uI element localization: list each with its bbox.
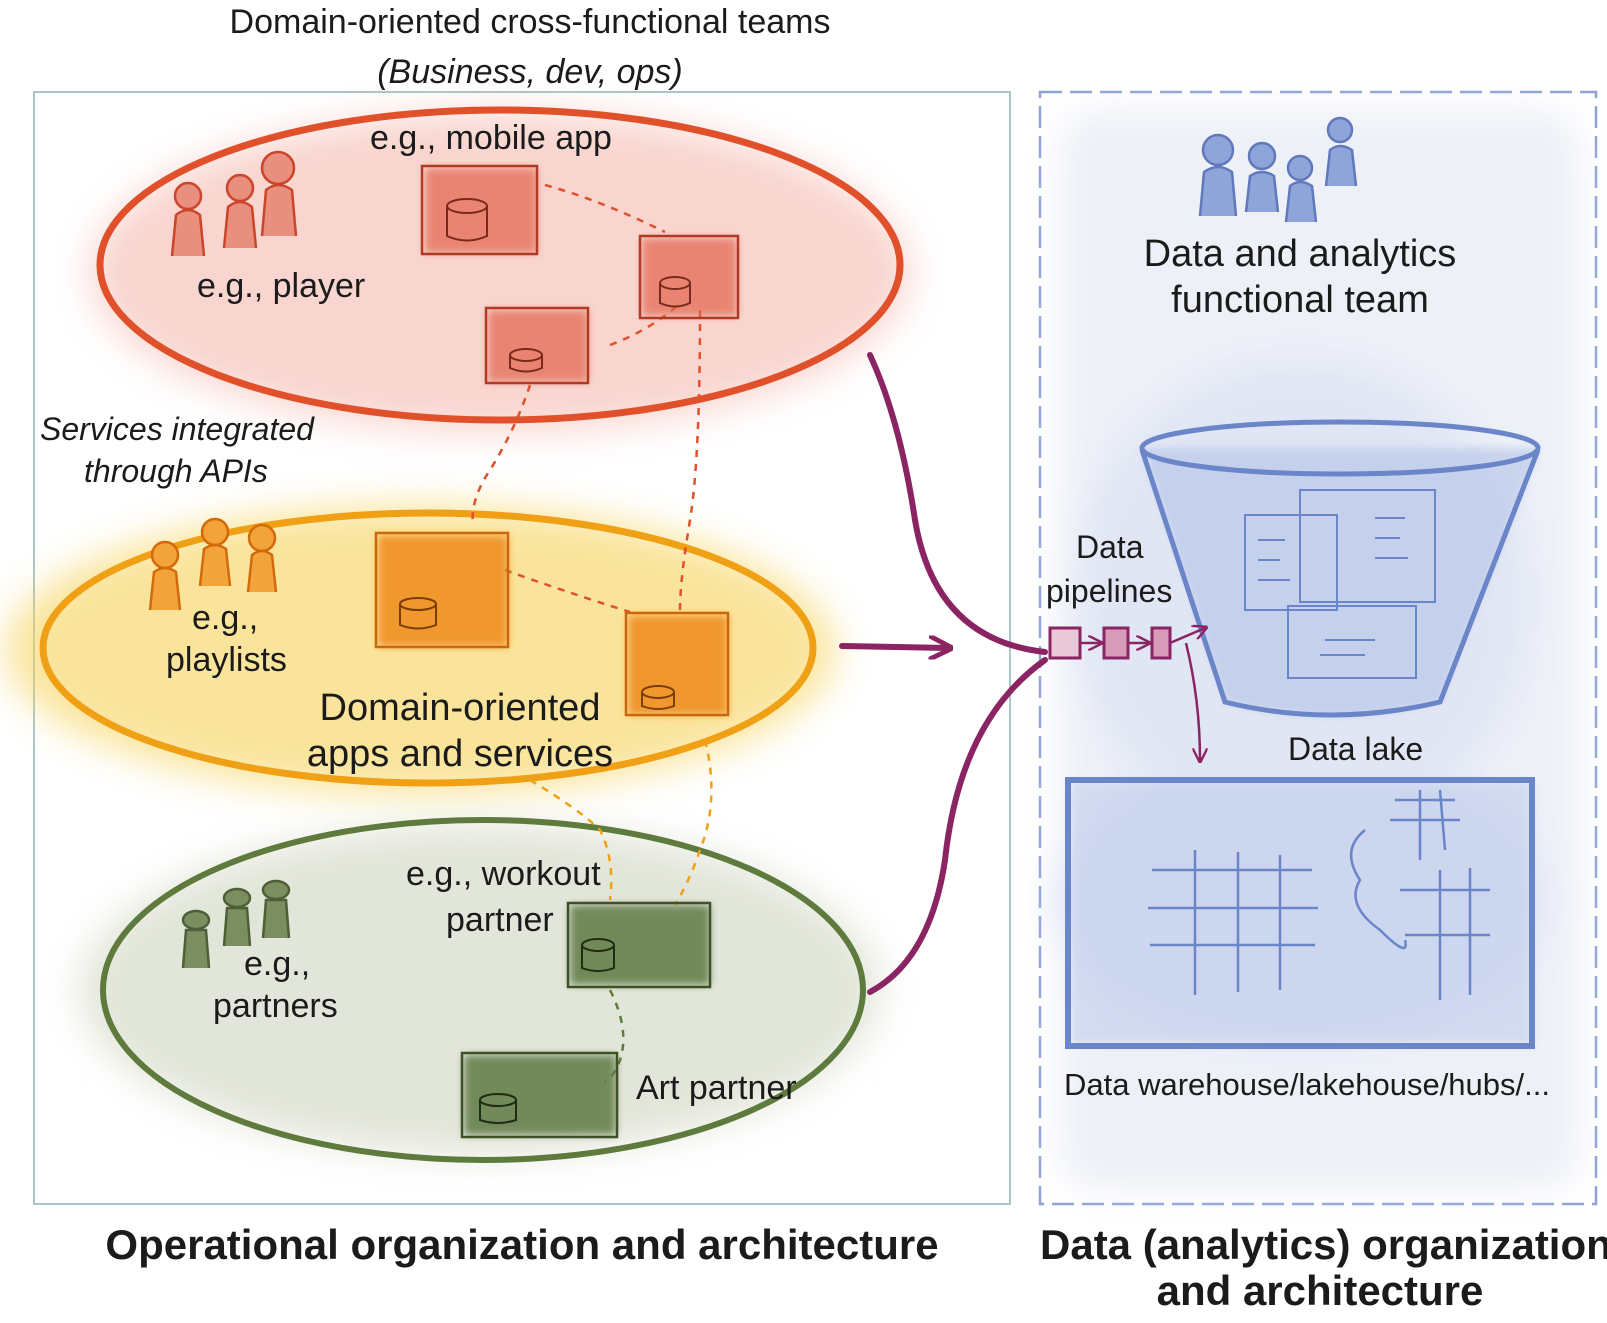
people-label-playlists-1: e.g.,	[192, 599, 259, 637]
services-note-line1: Services integrated	[40, 411, 314, 447]
people-label-partners-1: e.g.,	[244, 945, 311, 983]
app-boxes-top	[420, 164, 740, 385]
app-boxes-middle	[374, 531, 730, 717]
art-partner-label: Art partner	[636, 1069, 797, 1107]
analytics-team-line2: functional team	[1171, 279, 1429, 321]
analytics-frame	[1038, 90, 1598, 1206]
analytics-footer-line1: Data (analytics) organization	[1040, 1221, 1607, 1268]
analytics-footer-line2: and architecture	[1156, 1267, 1484, 1314]
people-icon-bottom	[181, 879, 291, 969]
workout-label-line1: e.g., workout	[406, 855, 601, 893]
domain-title-line2: apps and services	[306, 733, 614, 775]
analytics-team-line1: Data and analytics	[1143, 233, 1457, 275]
app-boxes-bottom	[460, 901, 712, 1139]
services-note-line2: through APIs	[84, 453, 268, 489]
people-label-partners-2: partners	[213, 987, 338, 1025]
people-icon-top	[170, 150, 298, 257]
pipelines-label-line2: pipelines	[1046, 573, 1173, 609]
people-label-playlists-2: playlists	[166, 641, 287, 679]
data-warehouse-label: Data warehouse/lakehouse/hubs/...	[1064, 1067, 1550, 1102]
data-warehouse-box	[1065, 777, 1535, 1049]
domain-title-line1: Domain-oriented	[319, 687, 601, 729]
pipelines-label-line1: Data	[1076, 529, 1144, 565]
service-links	[471, 183, 713, 1084]
workout-label-line2: partner	[446, 901, 554, 939]
header-subtitle: (Business, dev, ops)	[377, 53, 683, 91]
data-lake-bucket	[1139, 419, 1541, 718]
data-lake-label: Data lake	[1288, 731, 1424, 767]
people-icon-analytics	[1198, 116, 1358, 223]
people-icon-middle	[148, 517, 278, 611]
operational-footer: Operational organization and architectur…	[105, 1221, 939, 1268]
domain-ellipse-top	[90, 106, 910, 432]
data-flow-arrows	[839, 352, 1048, 995]
people-label-player: e.g., player	[197, 267, 366, 305]
app-label-mobile: e.g., mobile app	[370, 119, 612, 157]
header-title: Domain-oriented cross-functional teams	[229, 3, 831, 41]
data-pipelines-icon	[1048, 628, 1205, 760]
